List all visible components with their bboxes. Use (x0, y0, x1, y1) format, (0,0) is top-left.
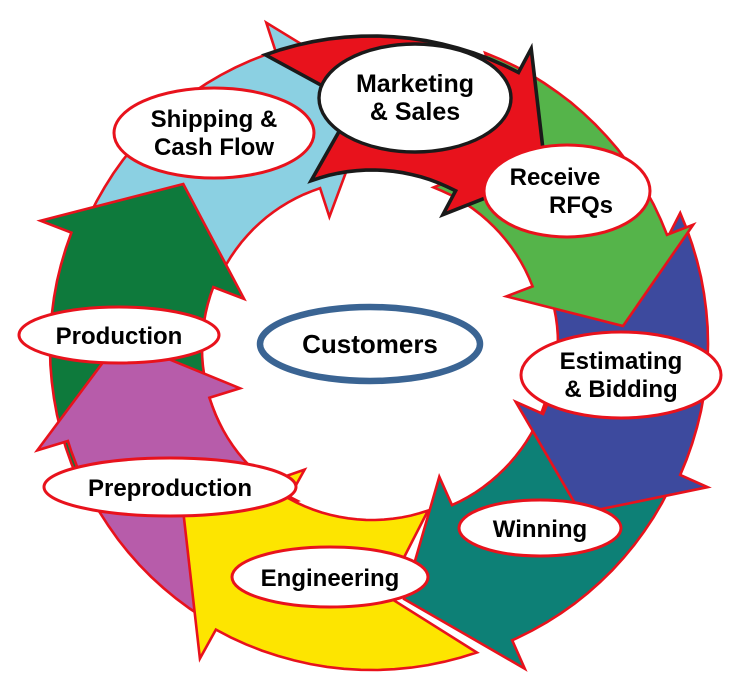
center-label-customers: Customers (302, 329, 438, 359)
label-text-preproduction: Preproduction (88, 475, 252, 502)
label-ellipse-winning (457, 498, 623, 558)
label-ellipse-shipping-cash-flow (112, 86, 316, 180)
label-text-engineering: Engineering (261, 565, 400, 592)
label-ellipse-receive-rfqs (482, 143, 652, 239)
label-text-estimating-bidding: Estimating& Bidding (560, 348, 683, 403)
label-ellipse-marketing-sales (317, 42, 513, 154)
label-ellipse-estimating-bidding (519, 330, 723, 420)
label-ellipse-engineering (230, 545, 430, 609)
label-text-winning: Winning (493, 516, 587, 543)
center-ellipse-customers (256, 303, 484, 385)
label-ellipse-production (17, 305, 221, 365)
label-text-marketing-sales: Marketing& Sales (356, 70, 474, 126)
label-text-production: Production (56, 323, 183, 350)
label-text-shipping-cash-flow: Shipping &Cash Flow (151, 106, 278, 161)
label-ellipse-preproduction (42, 456, 298, 518)
